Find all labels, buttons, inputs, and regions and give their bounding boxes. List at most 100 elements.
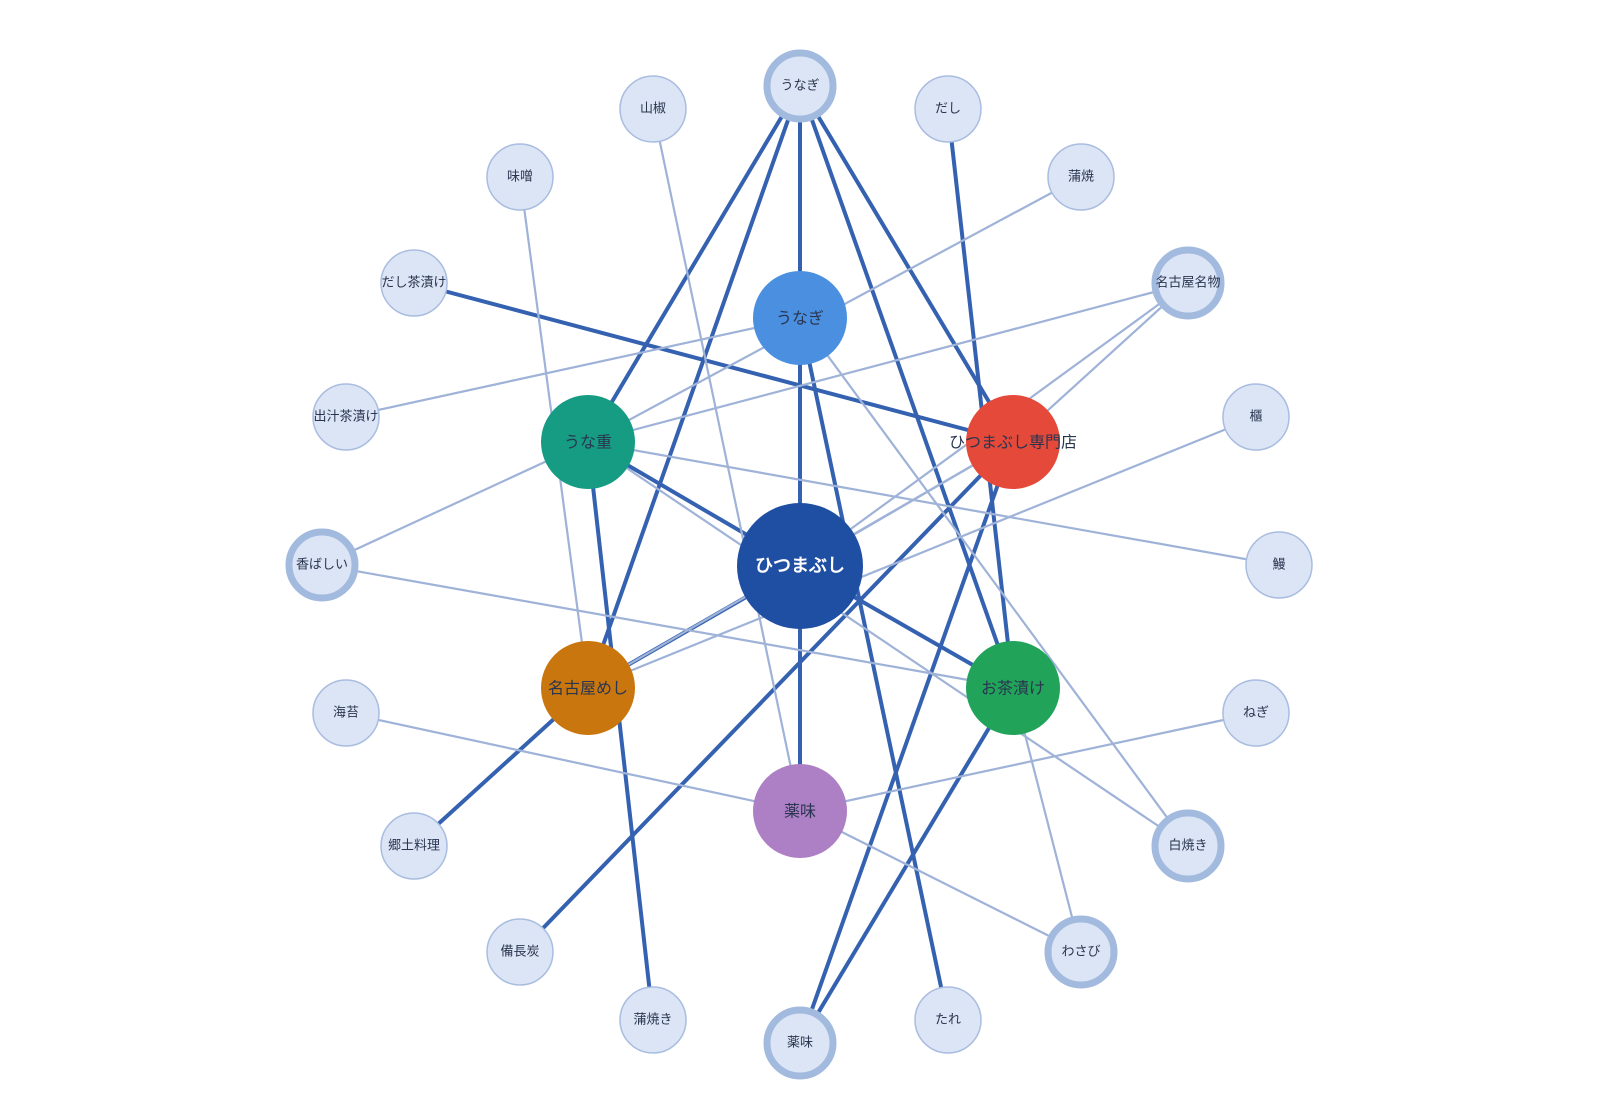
node-label: わさび [1061, 945, 1100, 960]
edge-sansho-yakumi [651, 107, 802, 813]
node-label: 香ばしい [296, 558, 348, 573]
outer-node-dashi-chazuke: 出汁茶漬け [312, 383, 380, 451]
inner-node-specialty-shop: ひつまぶし専門店 [949, 395, 1077, 489]
outer-node-hitsu: 櫃 [1222, 383, 1290, 451]
edge-tare-unagi [798, 316, 950, 1022]
node-label: ひつまぶし [755, 556, 845, 577]
node-circle [914, 986, 982, 1054]
outer-node-kabayaki: 蒲焼 [1047, 143, 1115, 211]
node-circle [380, 812, 448, 880]
outer-node-tare: たれ [914, 986, 982, 1054]
outer-node-kabayaki2: 蒲焼き [619, 986, 687, 1054]
edge-kabayaki2-unaju [586, 440, 655, 1022]
outer-node-kyodo-ryori: 郷土料理 [380, 812, 448, 880]
edge-unagi_top-unaju [586, 84, 802, 444]
node-circle [312, 383, 380, 451]
node-circle [763, 49, 837, 123]
node-label: 出汁茶漬け [313, 409, 378, 425]
node-circle [1151, 809, 1225, 883]
node-label: 蒲焼 [1068, 170, 1094, 185]
node-circle [380, 249, 448, 317]
outer-node-nori: 海苔 [312, 679, 380, 747]
node-label: 備長炭 [500, 944, 539, 960]
node-circle [763, 1006, 837, 1080]
edge-shirayaki-unaju [586, 440, 1190, 848]
node-circle [966, 395, 1060, 489]
node-label: 山椒 [640, 102, 666, 117]
node-label: 鰻 [1272, 558, 1285, 573]
node-circle [541, 395, 635, 489]
inner-node-unagi: うなぎ [753, 271, 847, 365]
nodes-layer: うなぎだし蒲焼名古屋名物櫃鰻ねぎ白焼きわさびたれ薬味蒲焼き備長炭郷土料理海苔香ば… [285, 49, 1313, 1080]
edge-koubashii-ochazuke [320, 563, 1015, 690]
node-label: 郷土料理 [388, 839, 440, 854]
edge-yakumi_bottom-specialty_shop [798, 440, 1015, 1045]
inner-node-yakumi: 薬味 [753, 764, 847, 858]
node-circle [1044, 915, 1118, 989]
edge-unagi_kanji-unaju [586, 440, 1281, 567]
node-circle [619, 986, 687, 1054]
outer-node-koubashii: 香ばしい [285, 528, 359, 602]
node-circle [1151, 246, 1225, 320]
outer-node-negi: ねぎ [1222, 679, 1290, 747]
edge-koubashii-unaju [320, 440, 590, 567]
node-label: ひつまぶし専門店 [949, 433, 1077, 452]
node-label: うな重 [564, 433, 612, 452]
inner-node-ochazuke: お茶漬け [966, 641, 1060, 735]
node-circle [486, 918, 554, 986]
node-label: 海苔 [333, 706, 359, 721]
edge-binchotan-specialty_shop [518, 440, 1015, 954]
node-circle [541, 641, 635, 735]
inner-node-nagoya-meshi: 名古屋めし [541, 641, 635, 735]
outer-node-binchotan: 備長炭 [486, 918, 554, 986]
outer-node-nagoya-meibutsu: 名古屋名物 [1151, 246, 1225, 320]
outer-node-yakumi-bottom: 薬味 [763, 1006, 837, 1080]
node-label: だし茶漬け [381, 275, 446, 291]
outer-node-sansho: 山椒 [619, 75, 687, 143]
edge-unagi_top-ochazuke [798, 84, 1015, 690]
node-circle [312, 679, 380, 747]
edge-unagi_top-nagoya_meshi [586, 84, 802, 690]
outer-node-miso: 味噌 [486, 143, 554, 211]
node-circle [486, 143, 554, 211]
node-label: 蒲焼き [633, 1013, 672, 1028]
node-label: 櫃 [1249, 410, 1262, 425]
edge-negi-yakumi [798, 711, 1258, 813]
node-label: たれ [935, 1013, 961, 1028]
outer-node-dashi: だし [914, 75, 982, 143]
node-label: うなぎ [780, 79, 819, 94]
edge-nagoya_meibutsu-unaju [586, 281, 1190, 444]
node-circle [1222, 679, 1290, 747]
inner-node-unaju: うな重 [541, 395, 635, 489]
outer-node-unagi-top: うなぎ [763, 49, 837, 123]
outer-node-unagi-kanji: 鰻 [1245, 531, 1313, 599]
node-label: ねぎ [1243, 706, 1269, 721]
node-circle [285, 528, 359, 602]
edge-dashi_chazuke-unagi [344, 316, 802, 419]
node-label: 白焼き [1168, 838, 1207, 854]
edge-dashi_chazuke_hira-specialty_shop [412, 281, 1015, 444]
node-label: うなぎ [776, 309, 824, 328]
node-label: お茶漬け [981, 679, 1045, 698]
node-circle [619, 75, 687, 143]
edge-shirayaki-unagi [798, 316, 1190, 848]
node-circle [753, 764, 847, 858]
edge-hitsu-nagoya_meshi [586, 415, 1258, 690]
center-node-center: ひつまぶし [737, 503, 863, 629]
edge-wasabi-yakumi [798, 809, 1083, 954]
node-circle [1047, 143, 1115, 211]
node-label: だし [935, 102, 961, 117]
node-circle [1222, 383, 1290, 451]
node-circle [1245, 531, 1313, 599]
outer-node-wasabi: わさび [1044, 915, 1118, 989]
outer-node-dashi-chazuke-hira: だし茶漬け [380, 249, 448, 317]
node-label: 名古屋めし [548, 679, 628, 698]
node-label: 薬味 [787, 1036, 813, 1051]
outer-node-shirayaki: 白焼き [1151, 809, 1225, 883]
edge-nori-yakumi [344, 711, 802, 813]
node-label: 薬味 [784, 802, 816, 821]
node-circle [914, 75, 982, 143]
node-circle [753, 271, 847, 365]
node-circle [737, 503, 863, 629]
